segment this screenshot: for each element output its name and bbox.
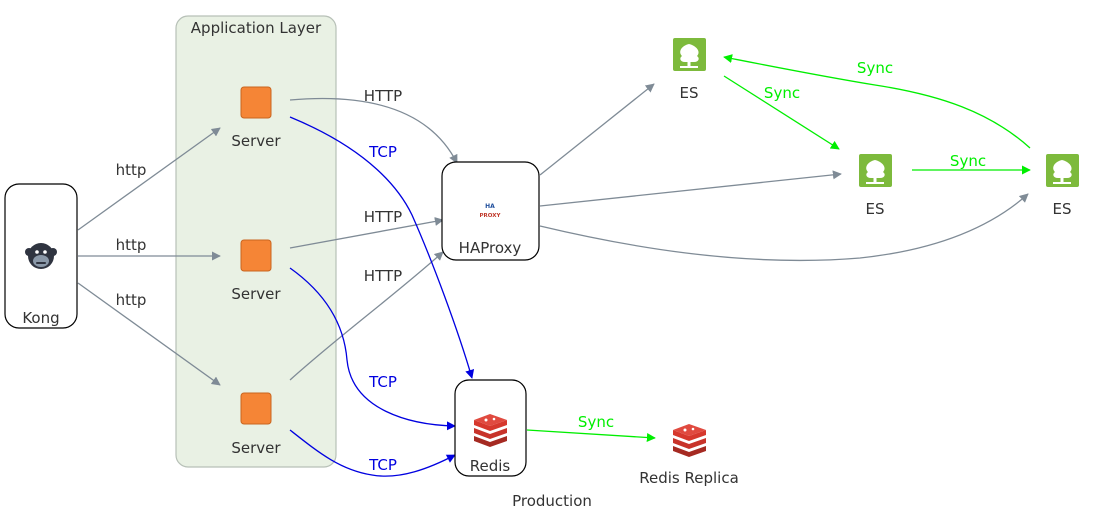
edge-label-kong-server2: http <box>116 236 147 254</box>
elasticsearch-icon <box>1046 154 1079 187</box>
es-3-label: ES <box>1053 200 1072 218</box>
server-2-label: Server <box>231 285 281 303</box>
haproxy-logo-line2: PROXY <box>480 213 502 219</box>
edge-es3-es1-sync: Sync <box>723 54 1031 149</box>
edge-es1-es2-sync: Sync <box>723 75 840 150</box>
server-icon <box>240 86 272 119</box>
edge-haproxy-es1 <box>539 83 655 176</box>
haproxy-logo-line1: HA <box>485 203 495 210</box>
redis-replica-label: Redis Replica <box>639 469 739 487</box>
node-redis-replica[interactable]: Redis Replica <box>639 424 739 487</box>
haproxy-logo-icon: HA PROXY <box>480 203 502 219</box>
edge-label-server2-haproxy: HTTP <box>364 208 402 226</box>
gorilla-icon <box>25 243 57 269</box>
elasticsearch-icon <box>859 154 892 187</box>
edge-label-server1-redis: TCP <box>368 143 397 161</box>
redis-label: Redis <box>470 457 511 475</box>
edge-label-es3-es1: Sync <box>857 59 893 77</box>
node-haproxy[interactable]: HA PROXY HAProxy <box>441 161 540 261</box>
edge-redis-replica-sync: Sync <box>526 413 656 442</box>
edge-label-es2-es3: Sync <box>950 152 986 170</box>
edge-label-redis-sync: Sync <box>578 413 614 431</box>
edge-kong-server2: http <box>78 236 221 261</box>
edge-haproxy-es2 <box>539 170 842 207</box>
edge-label-es1-es2: Sync <box>764 84 800 102</box>
edge-label-kong-server3: http <box>116 291 147 309</box>
redis-icon <box>673 424 706 457</box>
redis-icon <box>474 414 507 447</box>
edge-label-server3-haproxy: HTTP <box>364 267 402 285</box>
es-2-label: ES <box>866 200 885 218</box>
edge-kong-server1: http <box>77 127 221 231</box>
es-1-label: ES <box>680 84 699 102</box>
edge-label-server1-haproxy: HTTP <box>364 87 402 105</box>
server-icon <box>240 239 272 272</box>
edge-server3-redis: TCP <box>289 429 456 477</box>
edge-server1-haproxy: HTTP <box>289 87 458 164</box>
node-server-1[interactable]: Server <box>231 86 281 150</box>
node-es-1[interactable]: ES <box>673 38 706 102</box>
server-icon <box>240 392 272 425</box>
edge-label-server3-redis: TCP <box>368 456 397 474</box>
edge-server1-redis: TCP <box>289 116 475 379</box>
node-kong[interactable]: Kong <box>4 183 78 329</box>
elasticsearch-icon <box>673 38 706 71</box>
edge-server2-redis: TCP <box>289 267 456 431</box>
server-3-label: Server <box>231 439 281 457</box>
edge-kong-server3: http <box>77 282 221 386</box>
edge-server3-haproxy: HTTP <box>289 251 444 381</box>
edge-label-server2-redis: TCP <box>368 373 397 391</box>
server-1-label: Server <box>231 132 281 150</box>
node-server-3[interactable]: Server <box>231 392 281 457</box>
edge-haproxy-es3 <box>539 193 1029 262</box>
edge-label-kong-server1: http <box>116 161 147 179</box>
kong-label: Kong <box>22 309 59 327</box>
node-es-3[interactable]: ES <box>1046 154 1079 218</box>
edge-es2-es3-sync: Sync <box>912 152 1031 175</box>
diagram-title: Production <box>512 492 592 510</box>
node-es-2[interactable]: ES <box>859 154 892 218</box>
node-server-2[interactable]: Server <box>231 239 281 303</box>
node-redis[interactable]: Redis <box>454 379 527 477</box>
cluster-label: Application Layer <box>191 19 322 37</box>
haproxy-label: HAProxy <box>459 239 522 257</box>
edge-server2-haproxy: HTTP <box>289 208 444 249</box>
